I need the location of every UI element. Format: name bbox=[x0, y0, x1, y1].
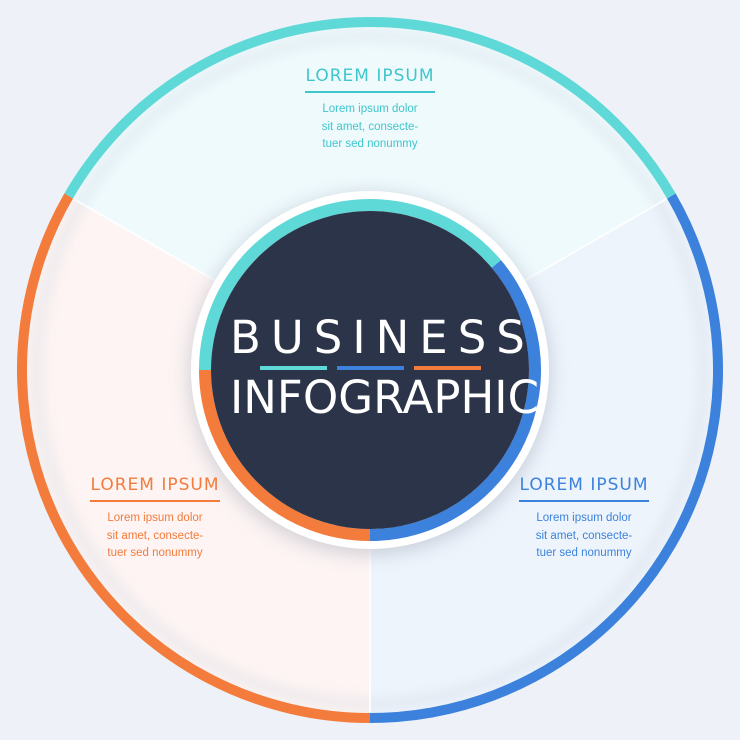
segment-right-title: LOREM IPSUM bbox=[519, 475, 649, 502]
segment-top-body-line: sit amet, consecte- bbox=[321, 120, 419, 133]
segment-right-body: Lorem ipsum dolor sit amet, consecte- tu… bbox=[504, 510, 664, 563]
segment-right-body-line: tuer sed nonummy bbox=[536, 547, 632, 559]
segment-left-label: LOREM IPSUM Lorem ipsum dolor sit amet, … bbox=[75, 475, 235, 563]
center-disc bbox=[211, 211, 529, 529]
segment-left-title: LOREM IPSUM bbox=[90, 475, 220, 502]
center-divider-orange bbox=[414, 366, 481, 370]
segment-right-body-line: sit amet, consecte- bbox=[535, 529, 633, 542]
segment-top-body-line: tuer sed nonummy bbox=[322, 138, 418, 150]
segment-top-title: LOREM IPSUM bbox=[305, 66, 435, 93]
segment-right-body-line: Lorem ipsum dolor bbox=[536, 512, 632, 524]
center-ring-left bbox=[199, 369, 371, 541]
center-title-line1: BUSINESS bbox=[230, 311, 535, 364]
segment-divider bbox=[512, 198, 667, 289]
center-ring-top bbox=[199, 199, 501, 371]
segment-top-ring bbox=[64, 17, 676, 199]
segment-top-body: Lorem ipsum dolor sit amet, consecte- tu… bbox=[290, 101, 450, 154]
segment-left-body: Lorem ipsum dolor sit amet, consecte- tu… bbox=[75, 510, 235, 563]
segment-top-body-line: Lorem ipsum dolor bbox=[322, 103, 418, 115]
segment-right-ring bbox=[369, 193, 723, 723]
segment-left-body-line: tuer sed nonummy bbox=[107, 547, 203, 559]
center-divider-teal bbox=[260, 366, 327, 370]
segment-right-label: LOREM IPSUM Lorem ipsum dolor sit amet, … bbox=[504, 475, 664, 563]
center-divider-blue bbox=[337, 366, 404, 370]
segment-left-ring bbox=[17, 193, 371, 723]
center-ring-right bbox=[369, 260, 541, 541]
center-title-line2: INFOGRAPHIC bbox=[230, 371, 540, 424]
segment-left-body-line: sit amet, consecte- bbox=[106, 529, 204, 542]
center-divider bbox=[260, 366, 481, 371]
segment-divider bbox=[73, 198, 228, 289]
segment-left-body-line: Lorem ipsum dolor bbox=[107, 512, 203, 524]
segment-top-label: LOREM IPSUM Lorem ipsum dolor sit amet, … bbox=[290, 66, 450, 154]
